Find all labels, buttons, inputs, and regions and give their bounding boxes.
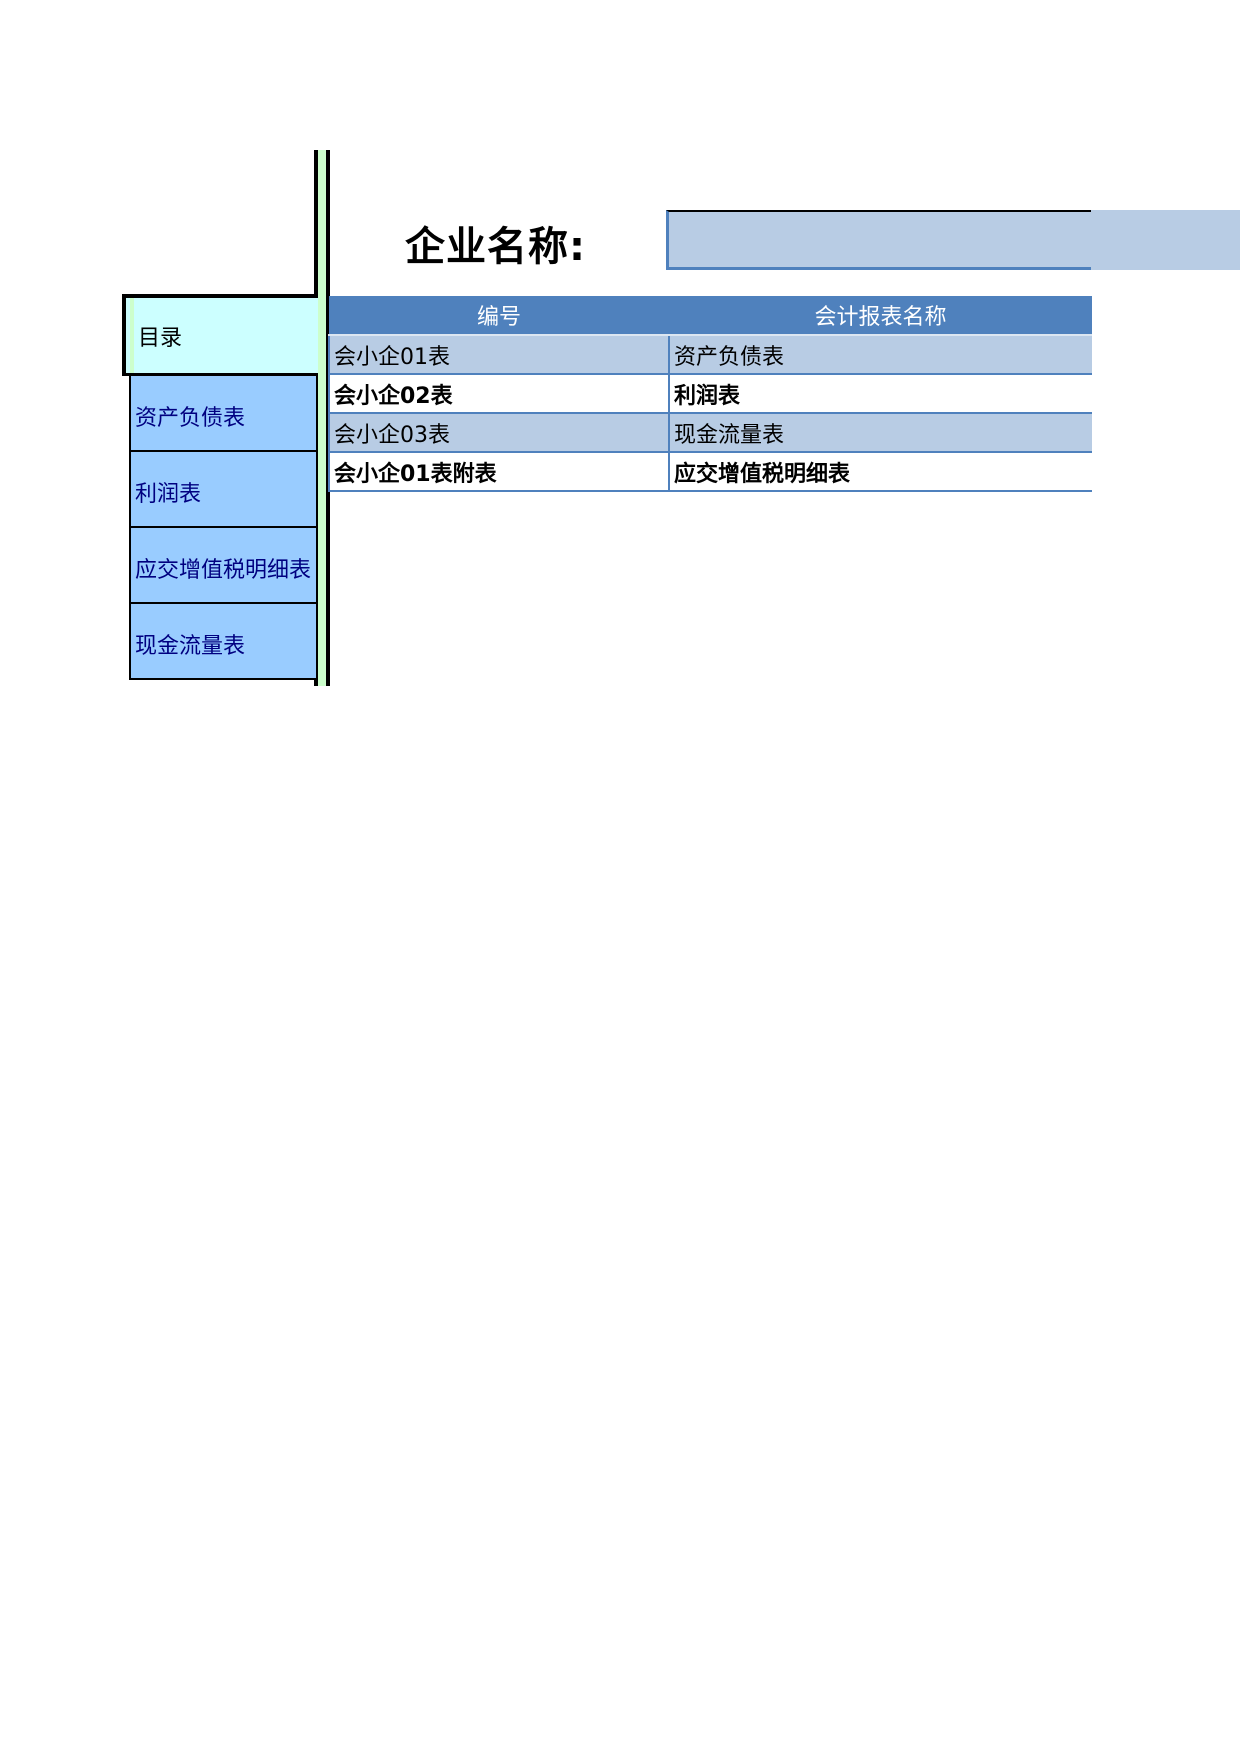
cell-code[interactable]: 会小企03表 [328,413,670,453]
cell-report-name[interactable]: 应交增值税明细表 [669,452,1092,492]
cell-report-name[interactable]: 利润表 [669,374,1092,414]
sidebar-item-label: 利润表 [135,482,202,507]
company-name-input[interactable] [666,210,1240,270]
home-cell-edge [130,298,134,373]
cell-code[interactable]: 会小企01表 [328,335,670,375]
divider-strip [318,150,326,686]
sidebar-item-vat-detail[interactable]: 应交增值税明细表 [129,526,318,604]
divider-line-right [326,150,330,686]
sidebar-item-label: 资产负债表 [135,406,246,431]
table-row[interactable]: 会小企01表附表 应交增值税明细表 [328,452,1092,492]
table-row[interactable]: 会小企01表 资产负债表 [328,335,1092,375]
cell-report-name[interactable]: 资产负债表 [669,335,1092,375]
cell-code[interactable]: 会小企02表 [328,374,670,414]
table-row[interactable]: 会小企03表 现金流量表 [328,413,1092,453]
company-name-label: 企业名称: [405,224,586,270]
sidebar-item-balance-sheet[interactable]: 资产负债表 [129,374,318,452]
table-header-row: 编号 会计报表名称 [329,296,1092,336]
sidebar-item-label: 应交增值税明细表 [135,558,312,583]
sidebar-item-home[interactable]: 目录 [122,294,318,376]
sidebar-item-cash-flow[interactable]: 现金流量表 [129,602,318,680]
column-header-code: 编号 [329,296,669,336]
cell-report-name[interactable]: 现金流量表 [669,413,1092,453]
sidebar-item-income-statement[interactable]: 利润表 [129,450,318,528]
table-row[interactable]: 会小企02表 利润表 [328,374,1092,414]
cell-code[interactable]: 会小企01表附表 [328,452,670,492]
sidebar-home-label: 目录 [138,326,183,351]
sidebar-item-label: 现金流量表 [135,634,246,659]
column-header-report-name: 会计报表名称 [669,296,1092,336]
report-index-table: 编号 会计报表名称 会小企01表 资产负债表 会小企02表 利润表 会小企03表… [328,296,1092,492]
corner-border [122,294,318,298]
company-input-border [666,210,1091,270]
